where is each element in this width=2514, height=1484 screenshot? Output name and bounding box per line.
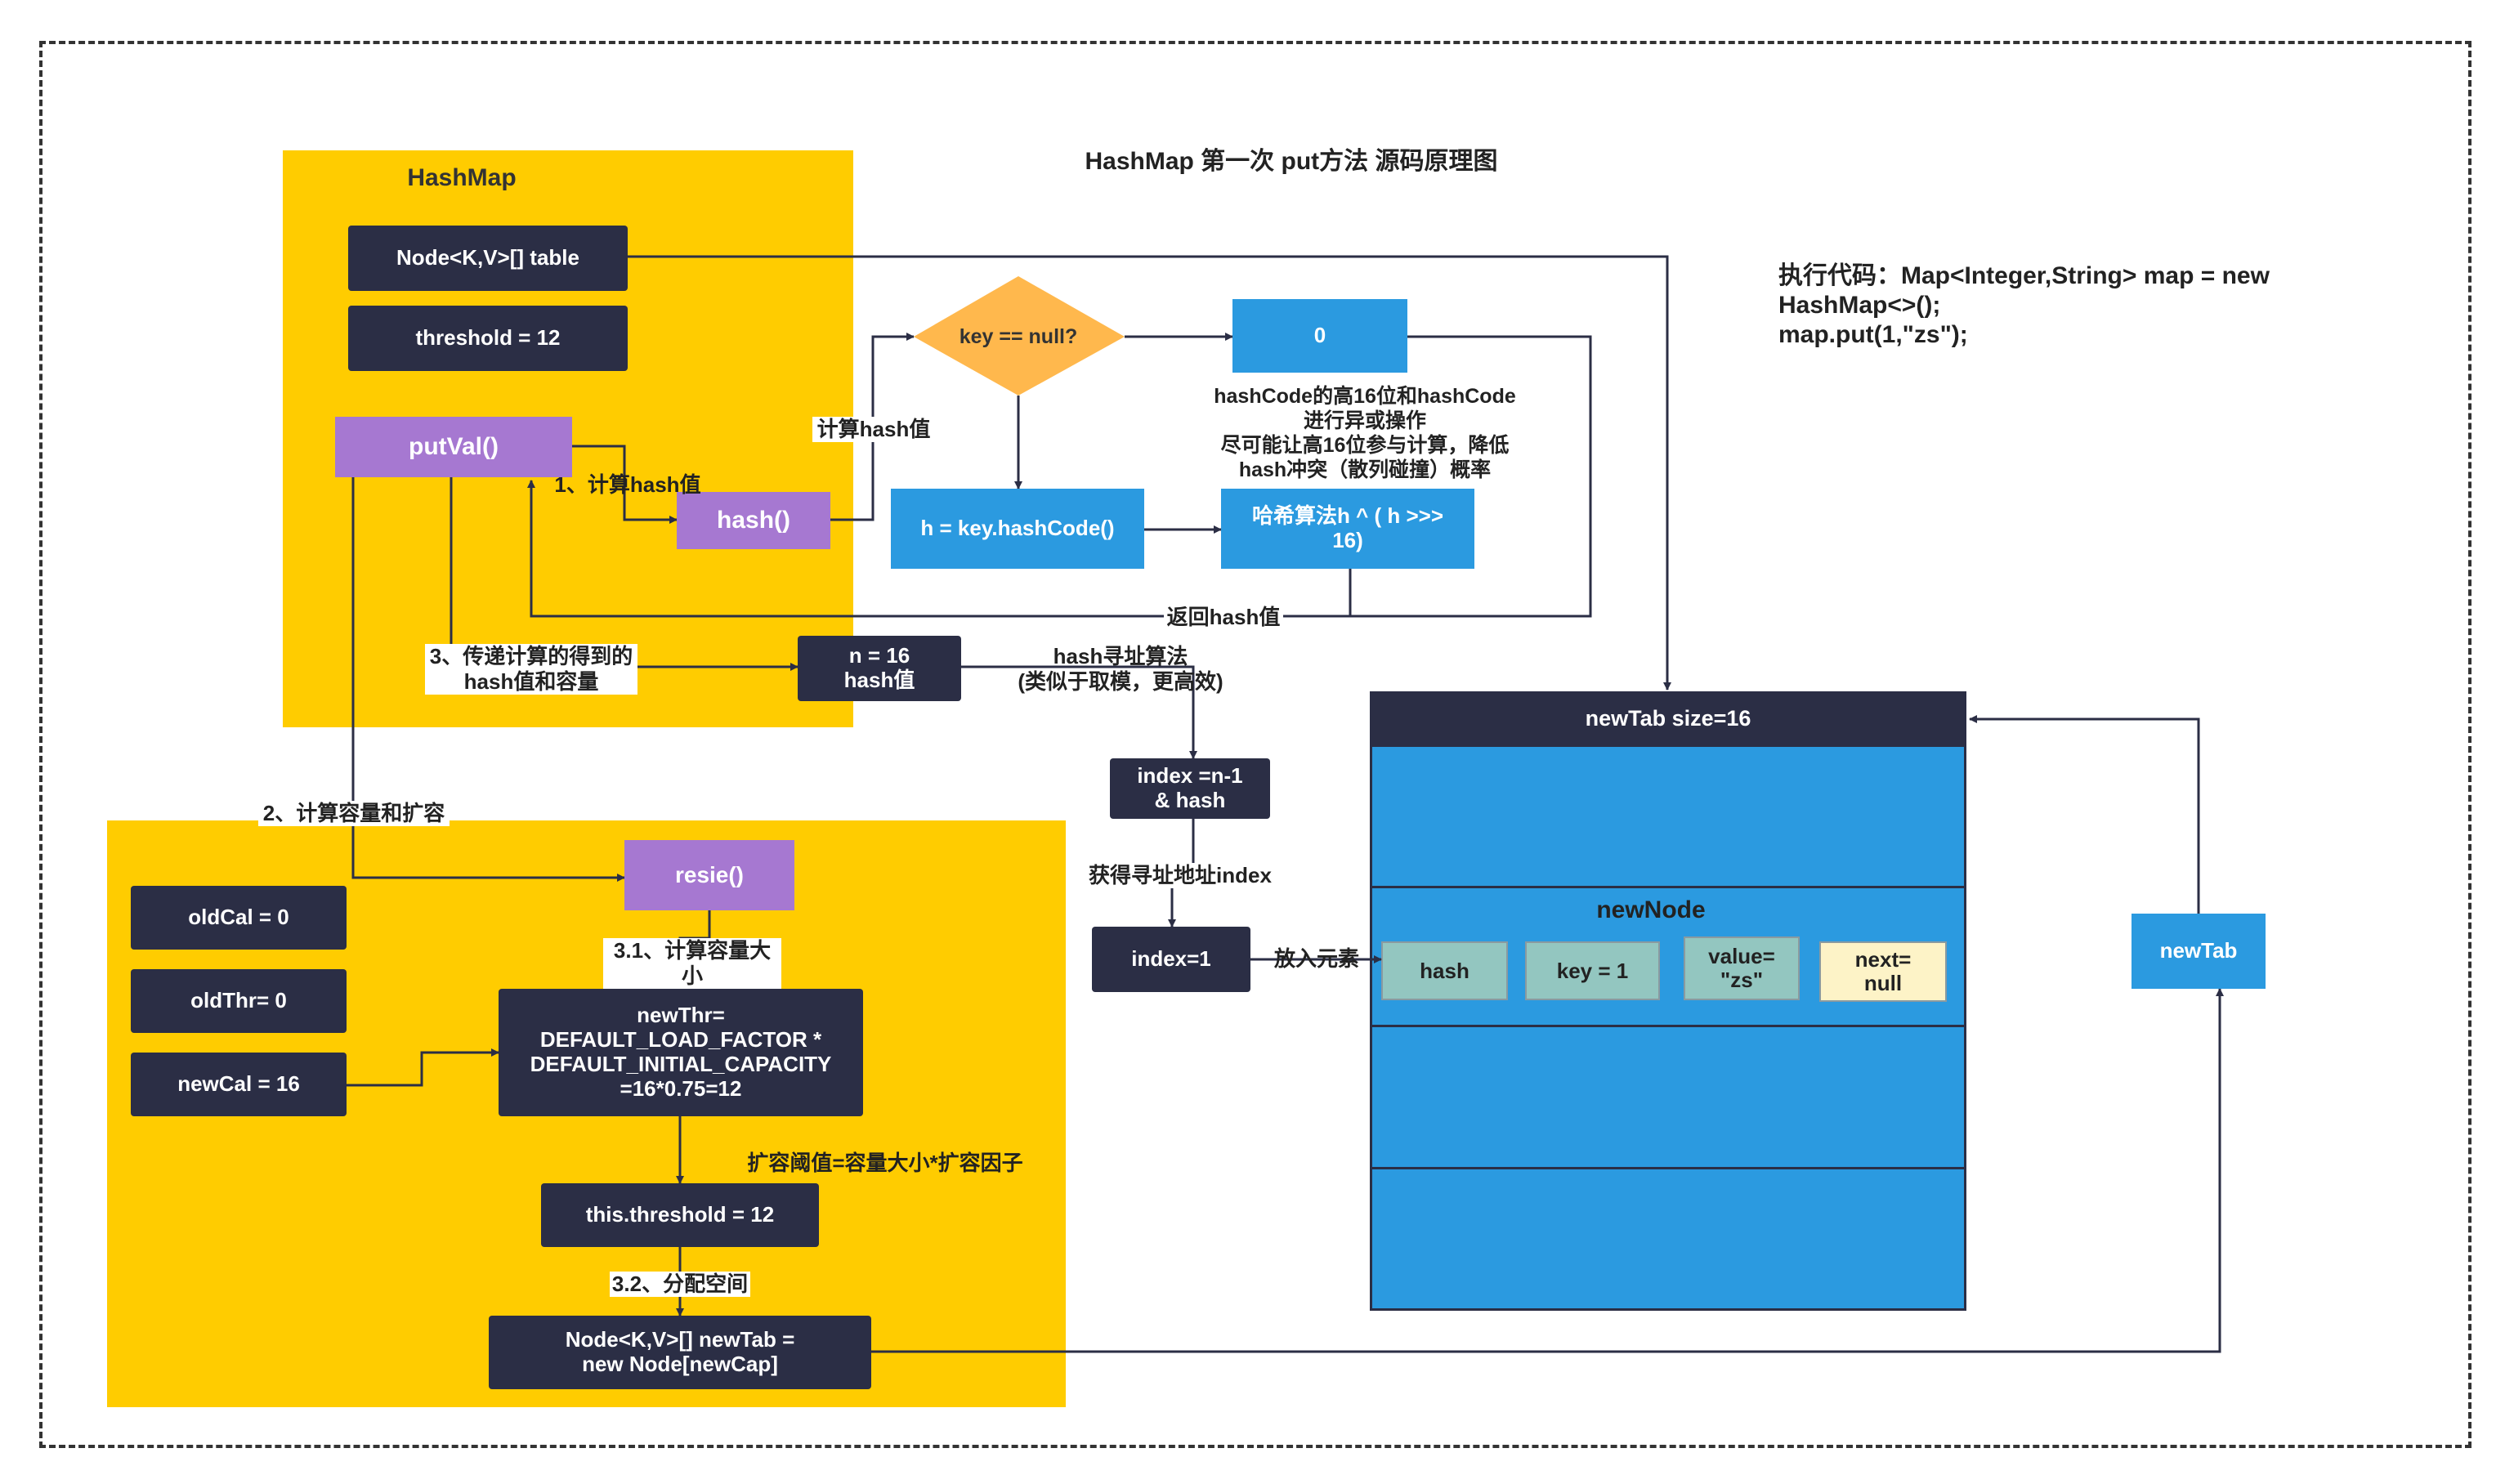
return-hash-label: 返回hash值 [1164,605,1283,631]
node-cell-next: next= null [1819,941,1947,1002]
alloc-to-sidetab-line [871,988,2224,1353]
table-node: Node<K,V>[] table [348,226,628,291]
step32-label: 3.2、分配空间 [610,1272,750,1298]
sidetab-to-table-line [1969,715,2200,925]
step31-label: 3.1、计算容量大小 [603,938,781,990]
putval-to-resize-line [351,477,625,882]
hash-algo-node: 哈希算法h ^ ( h >>> 16) [1221,489,1474,569]
step2-label: 2、计算容量和扩容 [258,801,450,827]
hash-desc-label: hashCode的高16位和hashCode 进行异或操作 尽可能让高16位参与… [1214,385,1516,481]
index-calc-node: index =n-1 & hash [1110,758,1270,819]
outer-frame [39,41,2472,1448]
threshold-formula-label: 扩容阈值=容量大小*扩容因子 [747,1151,1023,1175]
oldthr-node: oldThr= 0 [131,969,347,1033]
table-divider [1370,1025,1966,1027]
resize-node: resie() [624,840,794,910]
putval-node: putVal() [335,417,572,477]
newtab-header: newTab size=16 [1370,691,1966,747]
node-cell-key: key = 1 [1525,941,1660,1000]
oldcal-node: oldCal = 0 [131,886,347,950]
decision-label: key == null? [959,324,1078,348]
table-divider [1370,886,1966,888]
calc-hash-label: 计算hash值 [812,417,935,443]
step1-label: 1、计算hash值 [554,472,701,497]
this-threshold-node: this.threshold = 12 [541,1183,819,1247]
zero-return-line [527,335,1592,618]
addr-algo-label: hash寻址算法 (类似于取模，更高效) [1018,644,1223,695]
node-cell-value: value= "zs" [1684,936,1800,1000]
newcal-to-newthr-line [347,1048,499,1087]
zero-node: 0 [1232,299,1407,373]
putval-to-hash-line [572,445,678,524]
newcal-node: newCal = 16 [131,1053,347,1116]
get-index-label: 获得寻址地址index [1084,863,1277,889]
code-note: 执行代码：Map<Integer,String> map = new HashM… [1778,262,2270,348]
newnode-title: newNode [1596,896,1706,923]
newtab-side-node: newTab [2132,914,2266,989]
hash-node: hash() [677,492,830,549]
key-null-decision [914,276,1125,396]
put-elem-label: 放入元素 [1273,946,1359,971]
table-to-newtab-line [628,255,1671,691]
newtab-alloc-node: Node<K,V>[] newTab = new Node[newCap] [489,1316,871,1389]
hashcode-node: h = key.hashCode() [891,489,1144,569]
step3-label: 3、传递计算的得到的 hash值和容量 [425,644,637,695]
node-cell-hash: hash [1381,941,1508,1000]
diagram-title: HashMap 第一次 put方法 源码原理图 [1085,148,1498,175]
n16-node: n = 16 hash值 [798,636,961,701]
n16-to-index-line [961,665,1197,759]
threshold-node: threshold = 12 [348,306,628,371]
index1-node: index=1 [1092,927,1250,992]
table-divider [1370,1167,1966,1169]
hashmap-label: HashMap [407,164,517,191]
newthr-node: newThr= DEFAULT_LOAD_FACTOR * DEFAULT_IN… [499,989,863,1116]
